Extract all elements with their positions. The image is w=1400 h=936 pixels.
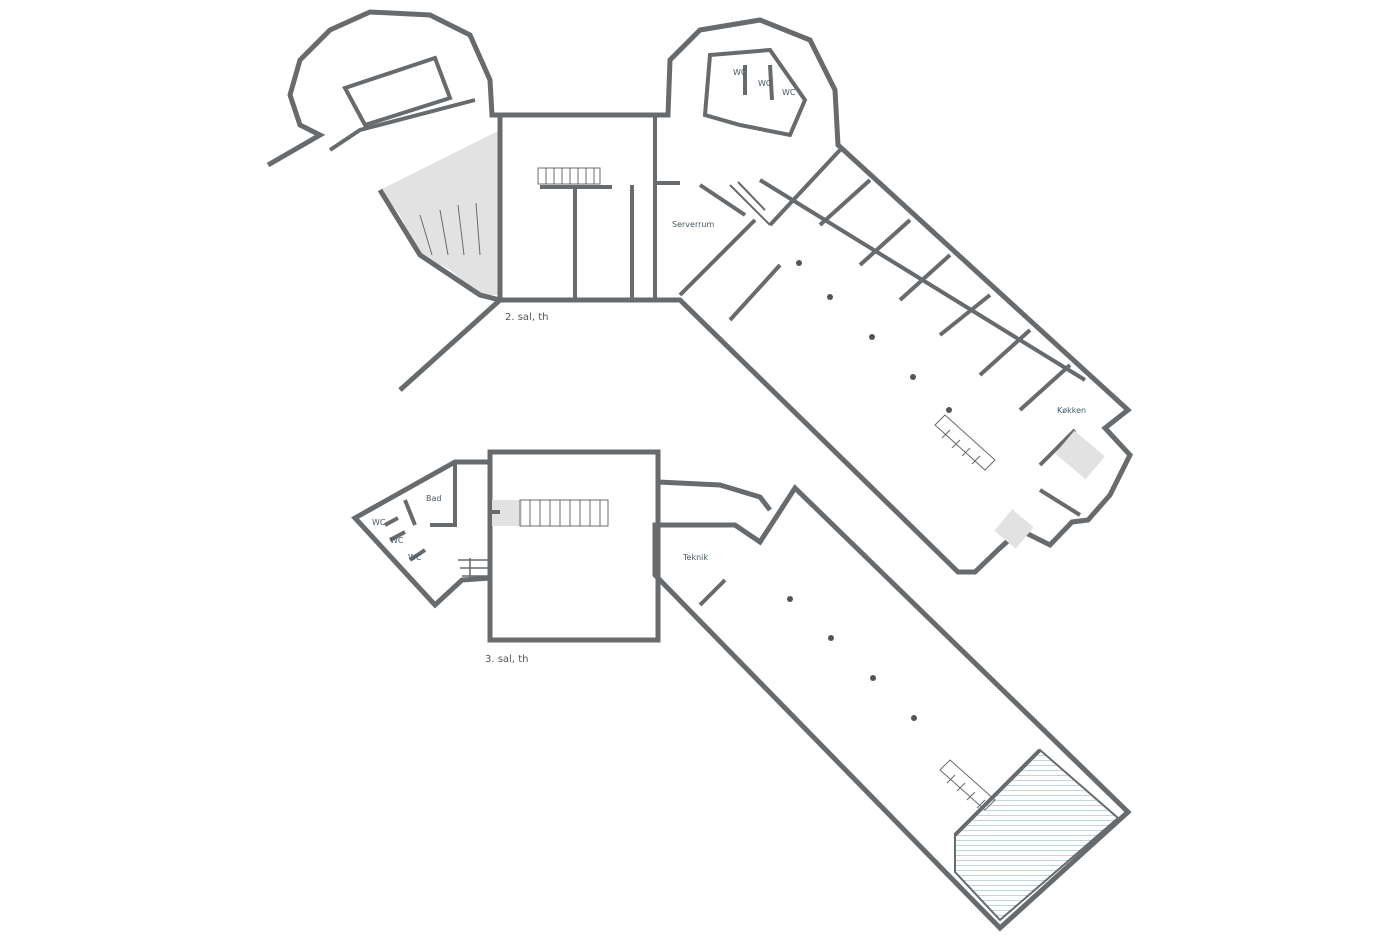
floor-3-label: 3. sal, th bbox=[485, 654, 528, 665]
stairs bbox=[939, 759, 996, 811]
server-room-label: Serverrum bbox=[672, 220, 714, 229]
kitchen-closet bbox=[994, 509, 1034, 549]
floor-3-plan: Bad WC WC WC Teknik 3. sal, th bbox=[351, 449, 1132, 932]
fan-wall bbox=[377, 188, 501, 303]
tower-wall bbox=[328, 98, 476, 152]
wall bbox=[953, 748, 1042, 837]
wc-label: WC bbox=[408, 553, 422, 562]
bath-label: Bad bbox=[426, 494, 441, 503]
left-tower-inner bbox=[342, 55, 453, 128]
corridor-wall bbox=[657, 479, 772, 512]
stairs bbox=[537, 167, 996, 471]
wc-label: WC bbox=[758, 79, 772, 88]
floor-2-rooms bbox=[497, 17, 1134, 575]
floor-2-plan: WC WC WC Serverrum Køkken 2. sal, th bbox=[266, 9, 1134, 575]
left-tower bbox=[266, 9, 500, 168]
kitchen-storage bbox=[1055, 430, 1105, 480]
wall bbox=[698, 578, 727, 607]
interior-walls bbox=[540, 47, 1087, 517]
wc-label: WC bbox=[372, 518, 386, 527]
floor-3-rooms bbox=[652, 484, 1132, 932]
service-walls bbox=[384, 462, 490, 580]
technical-room-label: Teknik bbox=[682, 553, 708, 562]
central-hall bbox=[487, 449, 661, 643]
wc-label: WC bbox=[733, 68, 747, 77]
floor-2-label: 2. sal, th bbox=[505, 312, 548, 323]
floor-3-service bbox=[351, 459, 493, 609]
kitchen-label: Køkken bbox=[1057, 406, 1086, 415]
wc-label: WC bbox=[390, 536, 404, 545]
columns bbox=[787, 596, 917, 721]
diagonal-wall bbox=[398, 298, 502, 392]
stairs bbox=[519, 499, 609, 527]
columns bbox=[796, 260, 952, 413]
fan-stairs bbox=[419, 202, 481, 256]
wc-label: WC bbox=[782, 88, 796, 97]
